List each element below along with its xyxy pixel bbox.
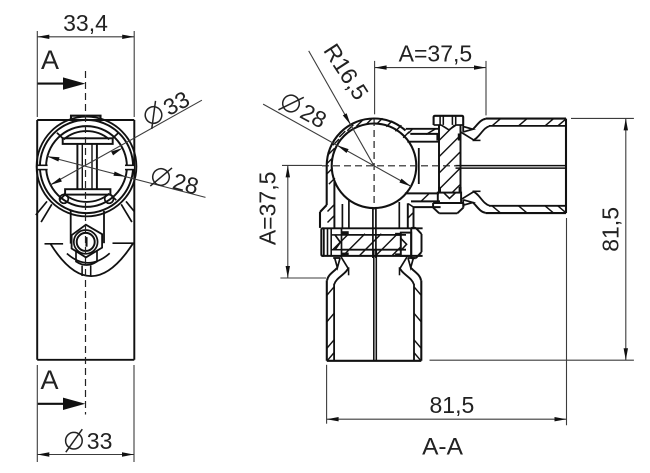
svg-text:A: A <box>41 45 59 75</box>
svg-text:33,4: 33,4 <box>63 10 108 36</box>
svg-text:A: A <box>41 365 59 395</box>
svg-text:81,5: 81,5 <box>430 392 475 418</box>
svg-text:A=37,5: A=37,5 <box>399 41 473 67</box>
svg-text:28: 28 <box>170 168 201 200</box>
svg-text:A-A: A-A <box>422 434 464 461</box>
svg-text:33: 33 <box>87 428 113 454</box>
svg-text:81,5: 81,5 <box>598 207 624 252</box>
svg-text:A=37,5: A=37,5 <box>255 172 281 246</box>
